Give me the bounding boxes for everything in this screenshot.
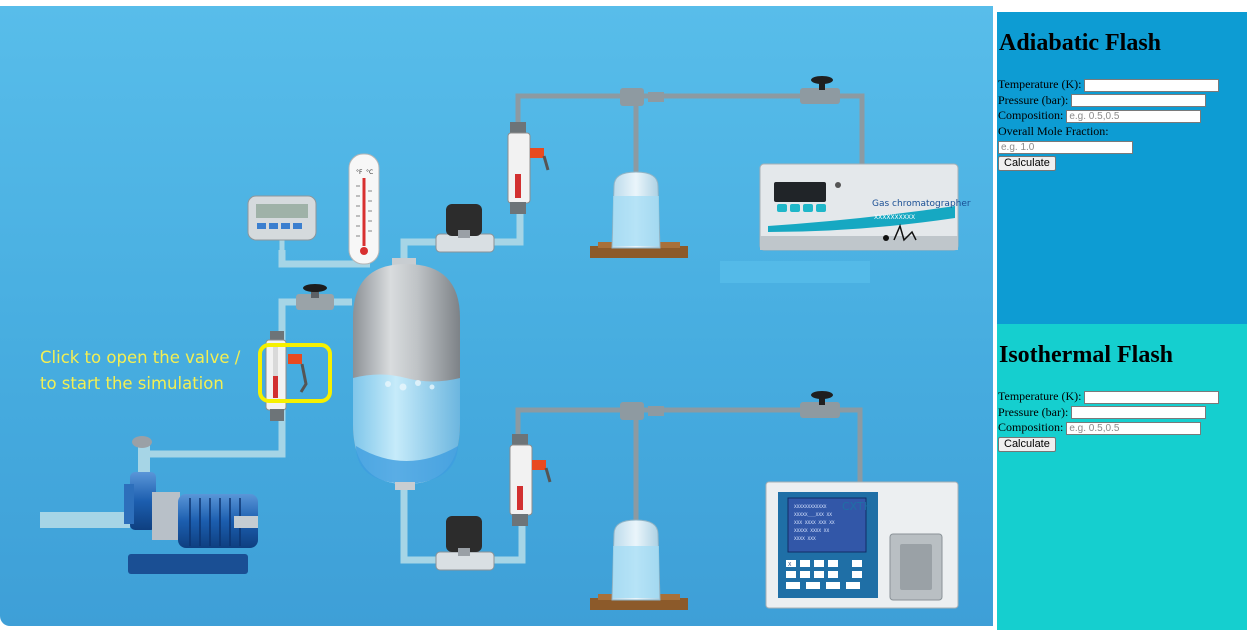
- screen-line-5: XXXX XXX: [794, 536, 816, 542]
- adiabatic-calculate-button[interactable]: Calculate: [998, 155, 1056, 171]
- adiabatic-title: Adiabatic Flash: [999, 30, 1162, 56]
- adiabatic-mole-fraction-input[interactable]: [998, 140, 1133, 154]
- adiabatic-pressure-input[interactable]: [1071, 94, 1207, 108]
- isothermal-composition-label: Composition:: [998, 420, 1064, 434]
- isothermal-composition-input[interactable]: [1066, 421, 1202, 435]
- screen-line-1: XXXXXXXXXXXX: [794, 504, 827, 510]
- sample-lines: [515, 93, 865, 520]
- key-label: X: [788, 562, 792, 568]
- isothermal-temperature-label: Temperature (K):: [998, 389, 1082, 403]
- isothermal-title: Isothermal Flash: [999, 342, 1173, 368]
- adiabatic-composition-input[interactable]: [1066, 109, 1202, 123]
- flash-drum: [353, 258, 460, 490]
- screen-line-4: XXXXX XXXX XX: [794, 528, 830, 534]
- isothermal-pressure-input[interactable]: [1071, 406, 1207, 420]
- valve-highlight[interactable]: [258, 343, 332, 403]
- isothermal-pressure-label: Pressure (bar):: [998, 404, 1069, 419]
- adiabatic-mole-fraction-label: Overall Mole Fraction:: [998, 123, 1109, 138]
- analyzer-brand: CXTH: [842, 500, 872, 513]
- top-control-valve: [435, 204, 495, 253]
- top-rotameter: [507, 122, 550, 214]
- gc-serial: XXXXXXXXXX: [874, 214, 915, 221]
- adiabatic-temperature-input[interactable]: [1084, 78, 1220, 92]
- isothermal-flash-panel: Isothermal Flash Temperature (K): Pressu…: [997, 324, 1247, 630]
- adiabatic-form: Temperature (K): Pressure (bar): Composi…: [998, 77, 1246, 171]
- cxth-analyzer: CXTH XXXXXXXXXXXX XXXXX___XXX XX XXX XXX…: [765, 481, 959, 609]
- pressure-gauge: [247, 195, 317, 250]
- process-diagram: °F °C: [40, 76, 971, 610]
- screen-line-2: XXXXX___XXX XX: [794, 512, 832, 518]
- feed-pump: [40, 436, 258, 574]
- sample-valve-handles: [811, 76, 833, 405]
- bottom-sample-flask: [590, 519, 688, 610]
- simulation-hint: Click to open the valve / to start the s…: [40, 348, 241, 393]
- thermo-scale-c: °C: [366, 169, 373, 176]
- simulation-canvas: °F °C: [0, 6, 993, 626]
- adiabatic-composition-label: Composition:: [998, 108, 1064, 122]
- bottom-control-valve: [435, 516, 495, 571]
- isothermal-form: Temperature (K): Pressure (bar): Composi…: [998, 389, 1246, 452]
- thermometer: °F °C: [348, 153, 380, 265]
- adiabatic-flash-panel: Adiabatic Flash Temperature (K): Pressur…: [997, 12, 1247, 324]
- bottom-rotameter: [509, 434, 552, 526]
- feed-rotameter: [265, 331, 308, 421]
- adiabatic-pressure-label: Pressure (bar):: [998, 92, 1069, 107]
- thermo-scale-f: °F: [356, 169, 363, 176]
- top-sample-flask: [590, 171, 688, 258]
- isothermal-calculate-button[interactable]: Calculate: [998, 436, 1056, 452]
- inlet-valve: [296, 284, 334, 310]
- adiabatic-temperature-label: Temperature (K):: [998, 77, 1082, 91]
- isothermal-temperature-input[interactable]: [1084, 390, 1220, 404]
- gc-label: Gas chromatographer: [872, 199, 971, 209]
- screen-line-3: XXX XXXX XXX XX: [794, 520, 835, 526]
- line-fittings: [620, 88, 840, 420]
- gas-chromatographer: Gas chromatographer XXXXXXXXXX: [759, 163, 971, 251]
- bg-streak: [720, 261, 870, 283]
